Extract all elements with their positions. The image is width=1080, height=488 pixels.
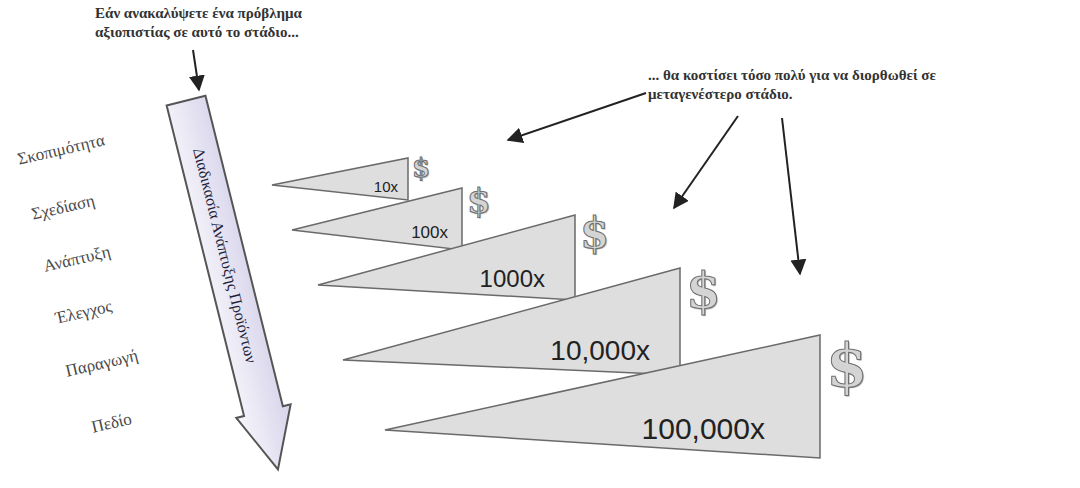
cost-wedge: 100x [292,188,462,250]
cost-wedge: 10x [272,158,408,200]
dollar-symbol: $ [467,184,491,218]
stage-name: Έλεγχος [54,296,114,328]
stage-name: Σχεδίαση [30,191,97,225]
callout-note: ... θα κοστίσει τόσο πολύ για να διορθωθ… [648,66,948,104]
wedge-outline [318,215,575,300]
stage-name: Σκοπιμότητα [16,130,107,169]
leader-arrow [782,118,800,274]
cost-multiplier: 10,000x [550,337,650,365]
leader-arrow [508,93,646,140]
dollar-symbol: $ [686,266,721,316]
cost-wedge: 1000x [318,215,575,300]
cost-wedge: 100,000x [385,335,820,458]
cost-multiplier: 10x [374,179,398,194]
callout-note: Εάν ανακαλύψετε ένα πρόβλημα αξιοπιστίας… [95,4,355,42]
stage-name: Ανάπτυξη [42,242,113,277]
stage-name: Πεδίο [90,409,134,438]
cost-wedge: 10,000x [343,268,680,375]
wedge-outline [385,335,820,458]
wedge-outline [272,158,408,200]
leader-arrow [674,116,738,208]
cost-multiplier: 100,000x [642,414,765,444]
arrow-outline [159,94,305,476]
leader-arrow [193,50,199,90]
cost-multiplier: 100x [411,224,448,241]
process-arrow: Διαδικασία Ανάπτυξης Προϊόντων [159,94,305,476]
process-label: Διαδικασία Ανάπτυξης Προϊόντων [189,146,260,365]
stage-name: Παραγωγή [64,346,140,382]
arrow-text-holder: Διαδικασία Ανάπτυξης Προϊόντων [159,94,291,418]
cost-multiplier: 1000x [480,267,545,291]
dollar-symbol: $ [580,213,609,255]
wedge-outline [343,268,680,375]
dollar-symbol: $ [826,336,868,396]
dollar-symbol: $ [412,155,430,181]
wedge-outline [292,188,462,250]
